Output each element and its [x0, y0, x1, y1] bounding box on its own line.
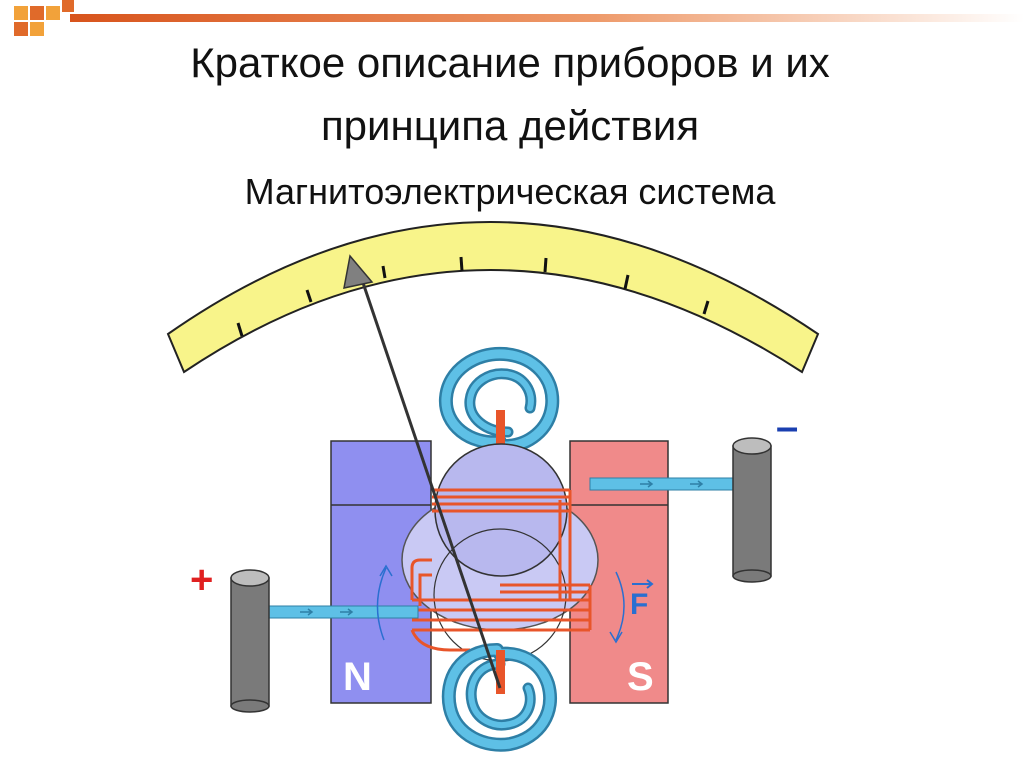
left-rotation-arrowhead [379, 564, 393, 577]
deco-square [30, 6, 44, 20]
deco-square [14, 22, 28, 36]
deco-square [14, 6, 28, 20]
header-decoration [14, 0, 1024, 36]
left-rotation-arrow [376, 567, 387, 641]
upper-spring-axis [496, 410, 505, 470]
negative-terminal [732, 437, 772, 583]
right-rotation-arrowhead [609, 631, 623, 644]
lower-spring [441, 643, 557, 752]
moving-coil [410, 488, 592, 652]
scale-tick [623, 274, 630, 290]
minus-sign-label: – [776, 405, 798, 449]
meter-pointer [356, 267, 502, 689]
lower-spring-axis [496, 650, 505, 694]
deco-square [30, 22, 44, 36]
scale-tick [381, 265, 387, 279]
slide-title-line1: Краткое описание приборов и их [190, 39, 830, 86]
scale-tick [236, 322, 244, 337]
scale-ticks [236, 256, 710, 337]
deco-square [46, 6, 60, 20]
north-pole-label: N [343, 655, 372, 699]
right-wire [589, 477, 741, 491]
right-rotation-arrow [615, 571, 625, 641]
force-label: F [630, 588, 648, 621]
upper-spring [438, 346, 560, 453]
deco-square [62, 0, 74, 12]
scale-tick [459, 256, 464, 272]
rotation-arrows [376, 564, 625, 644]
positive-terminal [230, 569, 270, 713]
meter-scale [166, 221, 820, 374]
slide-title-line2: принципа действия [320, 102, 700, 149]
lead-wires [267, 477, 741, 619]
force-vector: F [630, 579, 654, 621]
scale-tick [305, 289, 313, 303]
scale-tick [543, 257, 548, 273]
south-pole-label: S [627, 655, 654, 699]
scale-tick [702, 300, 710, 315]
plus-sign-label: + [190, 558, 213, 602]
pointer-arrowhead [343, 254, 374, 289]
slide-subtitle: Магнитоэлектрическая система [244, 171, 776, 212]
